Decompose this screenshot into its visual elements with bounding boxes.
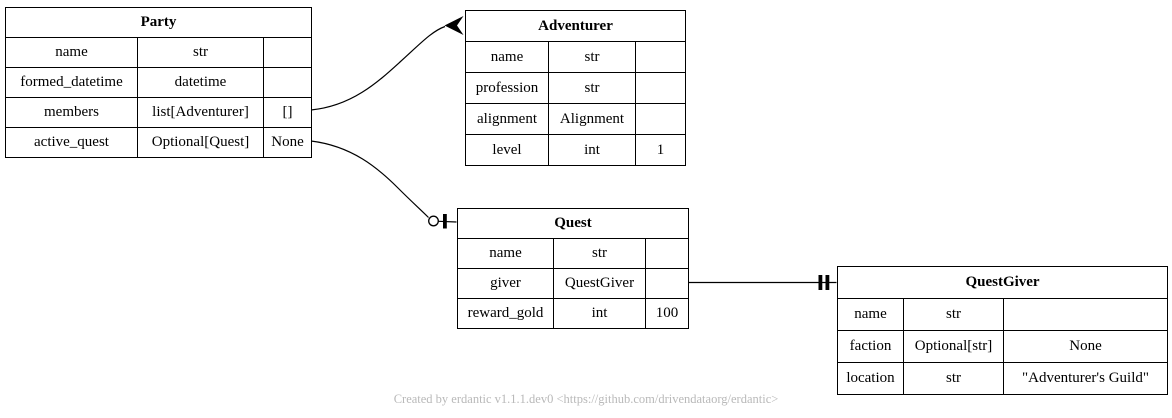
field-row: name str [457, 238, 690, 269]
field-type-cell: Alignment [548, 103, 636, 135]
field-name-cell: giver [457, 268, 554, 299]
field-row: name str [837, 298, 1169, 331]
field-row: active_quest Optional[Quest] None [5, 127, 312, 158]
field-type-cell: int [548, 134, 636, 166]
field-type-cell: Optional[Quest] [137, 127, 264, 158]
field-type-cell: list[Adventurer] [137, 97, 264, 128]
field-row: reward_gold int 100 [457, 298, 690, 329]
field-type-cell: Optional[str] [903, 330, 1004, 363]
field-row: name str [5, 37, 312, 68]
field-name-cell: profession [465, 72, 549, 104]
entity-title: Quest [456, 208, 690, 239]
field-type-cell: QuestGiver [553, 268, 646, 299]
field-row: formed_datetime datetime [5, 67, 312, 98]
erdantic-attribution-text: Created by erdantic v1.1.1.dev0 <https:/… [393, 392, 779, 406]
entity-party: Party name str formed_datetime datetime … [5, 7, 312, 158]
field-name-cell: formed_datetime [5, 67, 138, 98]
field-row: level int 1 [465, 134, 687, 166]
field-type-cell: str [548, 41, 636, 73]
field-default-cell [634, 41, 687, 73]
field-name-cell: location [837, 362, 904, 395]
field-name-cell: active_quest [5, 127, 138, 158]
zero-marker-circle [428, 215, 439, 227]
field-default-cell: 100 [644, 298, 690, 329]
field-type-cell: datetime [137, 67, 264, 98]
entity-adventurer: Adventurer name str profession str align… [464, 10, 687, 166]
field-default-cell [1002, 298, 1169, 331]
one-tick-marker [443, 214, 447, 229]
field-name-cell: name [457, 238, 554, 269]
field-type-cell: int [553, 298, 646, 329]
field-row: giver QuestGiver [457, 268, 690, 299]
field-default-cell [263, 67, 312, 98]
one-tick-marker-a [818, 275, 823, 290]
field-type-cell: str [137, 37, 264, 68]
entity-quest: Quest name str giver QuestGiver reward_g… [456, 208, 690, 329]
field-name-cell: alignment [465, 103, 549, 135]
field-name-cell: name [837, 298, 904, 331]
field-row: members list[Adventurer] [] [5, 97, 312, 128]
crow-foot-many-marker [444, 16, 464, 35]
field-default-cell: None [1002, 330, 1169, 363]
field-default-cell: None [263, 127, 312, 158]
field-type-cell: str [903, 298, 1004, 331]
edge-party-active-quest-to-quest [310, 140, 429, 218]
field-default-cell: [] [263, 97, 312, 128]
field-type-cell: str [548, 72, 636, 104]
entity-title: QuestGiver [836, 266, 1169, 299]
field-name-cell: name [5, 37, 138, 68]
field-default-cell: 1 [634, 134, 687, 166]
field-default-cell [634, 72, 687, 104]
field-name-cell: members [5, 97, 138, 128]
entity-title: Party [5, 7, 312, 38]
field-default-cell [644, 238, 690, 269]
entity-title: Adventurer [464, 10, 687, 42]
field-row: faction Optional[str] None [837, 330, 1169, 363]
field-row: name str [465, 41, 687, 73]
edge-party-members-to-adventurer [310, 25, 446, 111]
field-name-cell: faction [837, 330, 904, 363]
field-default-cell [263, 37, 312, 68]
field-row: alignment Alignment [465, 103, 687, 135]
field-type-cell: str [553, 238, 646, 269]
field-type-cell: str [903, 362, 1004, 395]
field-row: location str "Adventurer's Guild" [837, 362, 1169, 395]
field-default-cell: "Adventurer's Guild" [1002, 362, 1169, 395]
field-default-cell [644, 268, 690, 299]
field-default-cell [634, 103, 687, 135]
one-tick-marker-b [825, 275, 830, 290]
field-name-cell: level [465, 134, 549, 166]
entity-questgiver: QuestGiver name str faction Optional[str… [836, 266, 1169, 395]
edge-segment [438, 220, 457, 223]
field-name-cell: name [465, 41, 549, 73]
field-name-cell: reward_gold [457, 298, 554, 329]
field-row: profession str [465, 72, 687, 104]
